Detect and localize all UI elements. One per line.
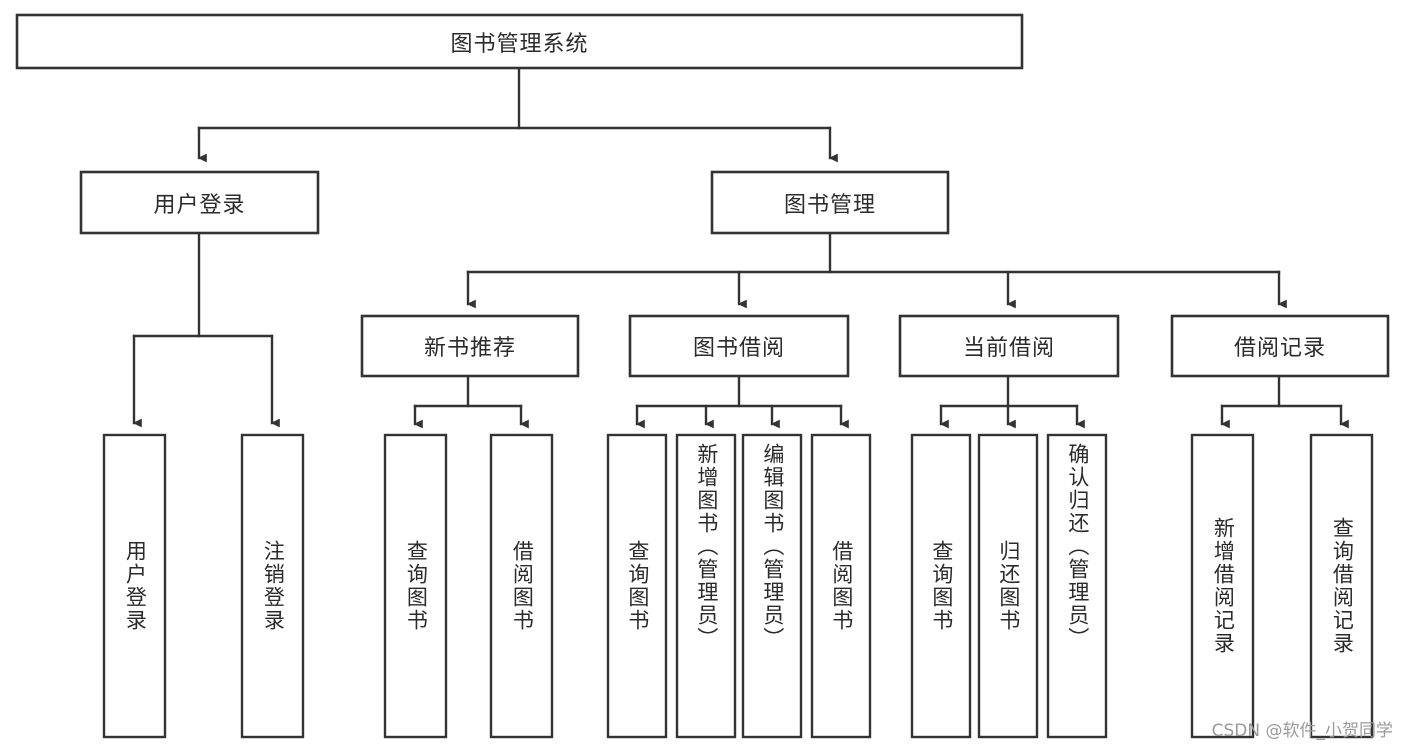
connector-borrow-to-leaves — [635, 374, 849, 429]
node-root[interactable] — [15, 13, 1024, 70]
node-borrow[interactable] — [628, 314, 850, 378]
node-leaf-9[interactable] — [910, 433, 972, 739]
node-login[interactable] — [79, 170, 320, 235]
connector-record-to-leaves — [1220, 374, 1349, 429]
node-current[interactable] — [898, 314, 1120, 378]
node-leaf-13[interactable] — [1309, 433, 1374, 739]
node-bookmgmt[interactable] — [710, 170, 950, 235]
node-newbook[interactable] — [360, 314, 580, 378]
node-leaf-4[interactable] — [489, 433, 554, 739]
node-leaf-12[interactable] — [1190, 433, 1255, 739]
connector-newbook-to-leaves — [413, 374, 529, 429]
connector-bookmgmt-to-level3 — [466, 231, 1287, 309]
node-leaf-11[interactable] — [1046, 433, 1108, 739]
node-leaf-3[interactable] — [383, 433, 448, 739]
node-leaf-7[interactable] — [741, 433, 803, 739]
node-leaf-6[interactable] — [675, 433, 737, 739]
connector-root-to-level2 — [197, 66, 838, 163]
node-leaf-1[interactable] — [102, 433, 167, 739]
node-leaf-8[interactable] — [810, 433, 872, 739]
connector-current-to-leaves — [939, 374, 1085, 429]
node-leaf-2[interactable] — [240, 433, 305, 739]
node-leaf-5[interactable] — [606, 433, 668, 739]
node-record[interactable] — [1170, 314, 1390, 378]
node-leaf-10[interactable] — [977, 433, 1039, 739]
connector-login-to-leaves — [132, 231, 280, 428]
